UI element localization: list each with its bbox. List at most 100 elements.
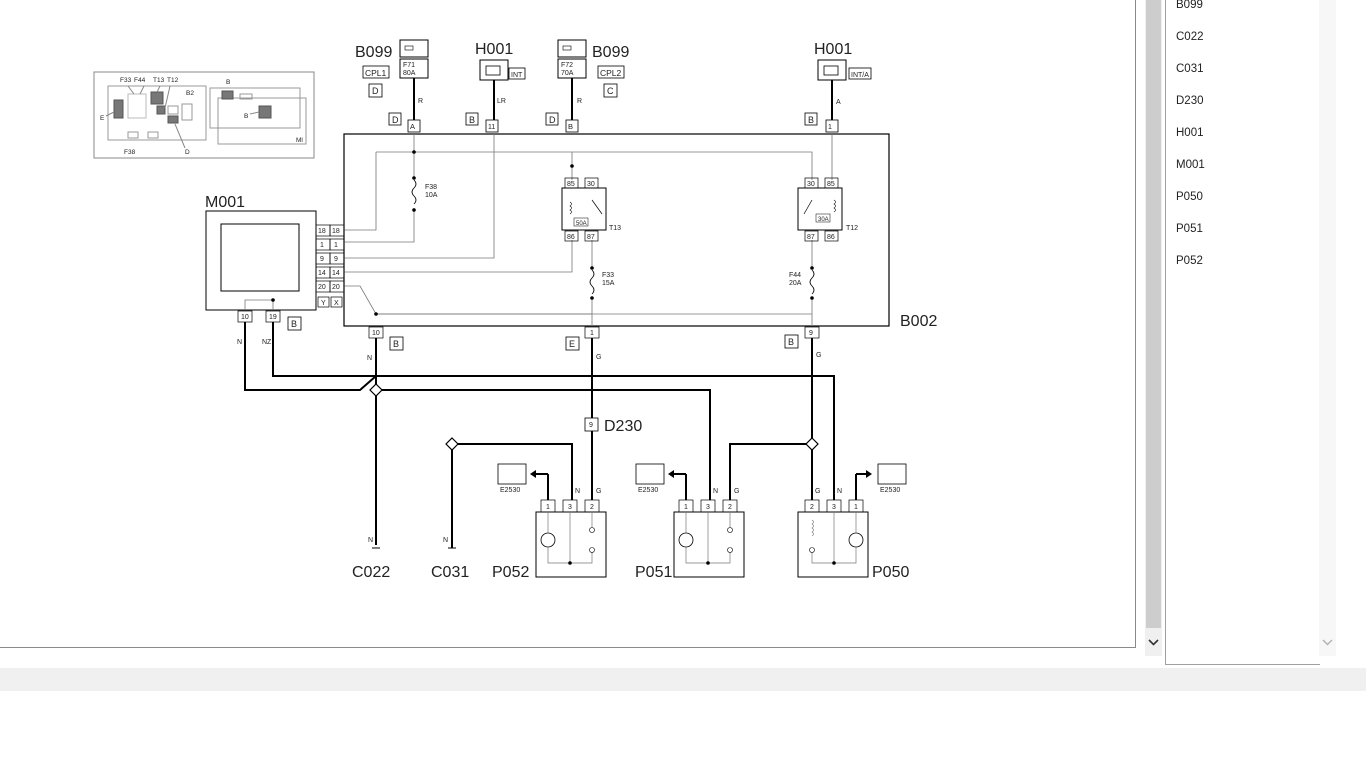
conn-b-4: B xyxy=(393,339,399,349)
conn-e-1: E xyxy=(569,339,575,349)
label-b002: B002 xyxy=(900,313,937,330)
conn-a-1: A xyxy=(410,122,415,131)
label-t13-rating: 50A xyxy=(576,221,587,227)
label-t12: T12 xyxy=(846,225,858,232)
locator-f38: F38 xyxy=(124,149,136,156)
pin-9-b002: 9 xyxy=(809,330,813,337)
pin-p051-1: 1 xyxy=(684,504,688,511)
wire-g-1: G xyxy=(596,354,601,361)
wire-r-2: R xyxy=(577,98,582,105)
component-list-item-p052[interactable]: P052 xyxy=(1176,255,1203,267)
pin-10-m001: 10 xyxy=(241,314,249,321)
label-h001-left: H001 xyxy=(475,41,513,58)
component-list-item-d230[interactable]: D230 xyxy=(1176,95,1204,107)
pin-p050-3: 3 xyxy=(832,504,836,511)
wire-n-6: N xyxy=(713,488,718,495)
chevron-down-icon xyxy=(1322,639,1333,645)
pin-t13-87: 87 xyxy=(587,234,595,241)
conn-b-5: B xyxy=(788,337,794,347)
pin-1-b002: 1 xyxy=(590,330,594,337)
label-f33-rating: 15A xyxy=(602,280,615,287)
label-b099-right: B099 xyxy=(592,44,629,61)
pin-18-b: 18 xyxy=(332,228,340,235)
conn-b-1: B xyxy=(469,115,475,125)
label-f71: F71 xyxy=(403,62,415,69)
pin-9-a: 9 xyxy=(320,256,324,263)
diagram-viewer[interactable]: B099 B099 H001 H001 M001 B002 D230 C022 … xyxy=(0,0,1136,648)
component-list-item-b099[interactable]: B099 xyxy=(1176,0,1203,11)
wire-n-3: N xyxy=(368,537,373,544)
conn-b-2: B xyxy=(808,115,814,125)
pin-1-a: 1 xyxy=(320,242,324,249)
diagram-scroll-down-button[interactable] xyxy=(1145,630,1162,654)
wire-lr: LR xyxy=(497,98,506,105)
label-e2530-p051: E2530 xyxy=(638,487,658,494)
wire-n-1: N xyxy=(237,339,242,346)
label-int-a: INT/A xyxy=(851,72,869,79)
locator-t12: T12 xyxy=(167,77,179,84)
pin-p052-2: 2 xyxy=(590,504,594,511)
pin-p051-3: 3 xyxy=(706,504,710,511)
wire-g-4: G xyxy=(734,488,739,495)
label-f71-rating: 80A xyxy=(403,70,416,77)
label-b099-left: B099 xyxy=(355,44,392,61)
component-list-scrollbar[interactable] xyxy=(1319,0,1336,656)
pin-p052-1: 1 xyxy=(546,504,550,511)
label-f44-rating: 20A xyxy=(789,280,802,287)
label-d230: D230 xyxy=(604,418,642,435)
wire-n-7: N xyxy=(837,488,842,495)
pin-18-a: 18 xyxy=(318,228,326,235)
component-list-scroll-down-button[interactable] xyxy=(1319,630,1336,654)
pin-p050-1: 1 xyxy=(854,504,858,511)
label-m001: M001 xyxy=(205,194,245,211)
label-e2530-p052: E2530 xyxy=(500,487,520,494)
locator-ml: Ml xyxy=(296,137,303,144)
pin-t13-85: 85 xyxy=(567,181,575,188)
pin-1-top: 1 xyxy=(828,124,832,131)
component-list-item-m001[interactable]: M001 xyxy=(1176,159,1205,171)
wire-n-5: N xyxy=(575,488,580,495)
label-c022: C022 xyxy=(352,564,390,581)
label-c031: C031 xyxy=(431,564,469,581)
diagram-vertical-scrollbar[interactable] xyxy=(1145,0,1162,656)
label-f44: F44 xyxy=(789,272,801,279)
chevron-down-icon xyxy=(1148,638,1159,646)
label-f38: F38 xyxy=(425,184,437,191)
conn-y: Y xyxy=(321,300,326,307)
locator-f33: F33 xyxy=(120,77,132,84)
wire-g-5: G xyxy=(815,488,820,495)
label-f33: F33 xyxy=(602,272,614,279)
pin-14-a: 14 xyxy=(318,270,326,277)
component-list-item-p050[interactable]: P050 xyxy=(1176,191,1203,203)
pin-1-b: 1 xyxy=(334,242,338,249)
pin-14-b: 14 xyxy=(332,270,340,277)
component-list-item-h001[interactable]: H001 xyxy=(1176,127,1204,139)
component-list-item-c022[interactable]: C022 xyxy=(1176,31,1204,43)
conn-d-1: D xyxy=(372,86,379,96)
pin-p050-2: 2 xyxy=(810,504,814,511)
wiring-diagram: B099 B099 H001 H001 M001 B002 D230 C022 … xyxy=(93,39,937,581)
locator-b-mid: B xyxy=(244,113,248,120)
label-int: INT xyxy=(511,72,523,79)
component-list-item-c031[interactable]: C031 xyxy=(1176,63,1204,75)
wire-r-1: R xyxy=(418,98,423,105)
label-p050: P050 xyxy=(872,564,909,581)
pin-t12-87: 87 xyxy=(807,234,815,241)
pin-10-b002: 10 xyxy=(372,330,380,337)
label-t13: T13 xyxy=(609,225,621,232)
diagram-scroll-thumb[interactable] xyxy=(1146,0,1161,628)
locator-e: E xyxy=(100,115,105,122)
component-list-item-p051[interactable]: P051 xyxy=(1176,223,1203,235)
wire-g-3: G xyxy=(596,488,601,495)
label-f72: F72 xyxy=(561,62,573,69)
pin-9-d230: 9 xyxy=(589,422,593,429)
pin-t13-30: 30 xyxy=(587,181,595,188)
locator-inset xyxy=(93,71,315,159)
pin-t12-30: 30 xyxy=(807,181,815,188)
label-cpl2: CPL2 xyxy=(600,68,622,78)
conn-x: X xyxy=(334,300,339,307)
pin-t12-85: 85 xyxy=(827,181,835,188)
pin-p052-3: 3 xyxy=(568,504,572,511)
